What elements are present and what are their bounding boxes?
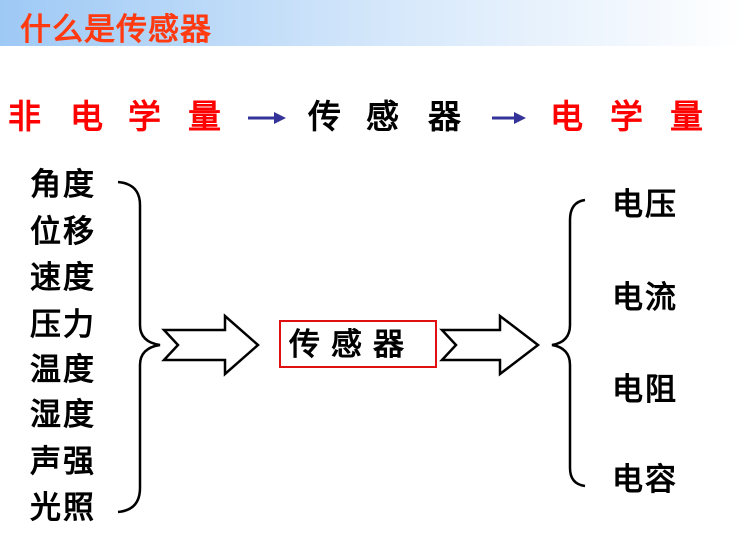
flow-input-char: 非 [8, 98, 41, 135]
sensor-box: 传感器 [279, 320, 437, 368]
list-item: 电流 [612, 280, 678, 315]
flow-output-char: 电 [550, 98, 583, 135]
slide-title: 什么是传感器 [20, 12, 212, 47]
flow-middle-char: 感 [366, 98, 399, 135]
title-bar: 什么是传感器 [0, 0, 744, 47]
list-item: 位移 [30, 214, 96, 249]
list-item: 电容 [612, 462, 678, 497]
flow-input-char: 电 [70, 98, 103, 135]
list-item: 速度 [30, 260, 96, 295]
flow-input-char: 学 [128, 98, 161, 135]
flow-input-char: 量 [188, 98, 221, 135]
flow-middle-char: 器 [428, 98, 461, 135]
list-item: 角度 [30, 167, 96, 202]
list-item: 声强 [30, 444, 96, 479]
list-item: 光照 [30, 490, 96, 525]
flow-output-char: 学 [610, 98, 643, 135]
list-item: 电阻 [612, 372, 678, 407]
arrow-from-sensor-icon [439, 313, 541, 377]
left-brace [117, 180, 161, 514]
list-item: 湿度 [30, 397, 96, 432]
flow-output-char: 量 [670, 98, 703, 135]
right-brace [551, 198, 586, 488]
small-arrow-icon [492, 112, 526, 124]
list-item: 温度 [30, 352, 96, 387]
list-item: 电压 [612, 187, 678, 222]
flow-middle-char: 传 [308, 98, 341, 135]
sensor-label: 传感器 [289, 327, 415, 362]
small-arrow-icon [248, 112, 286, 124]
list-item: 压力 [30, 307, 96, 342]
arrow-to-sensor-icon [161, 313, 260, 377]
